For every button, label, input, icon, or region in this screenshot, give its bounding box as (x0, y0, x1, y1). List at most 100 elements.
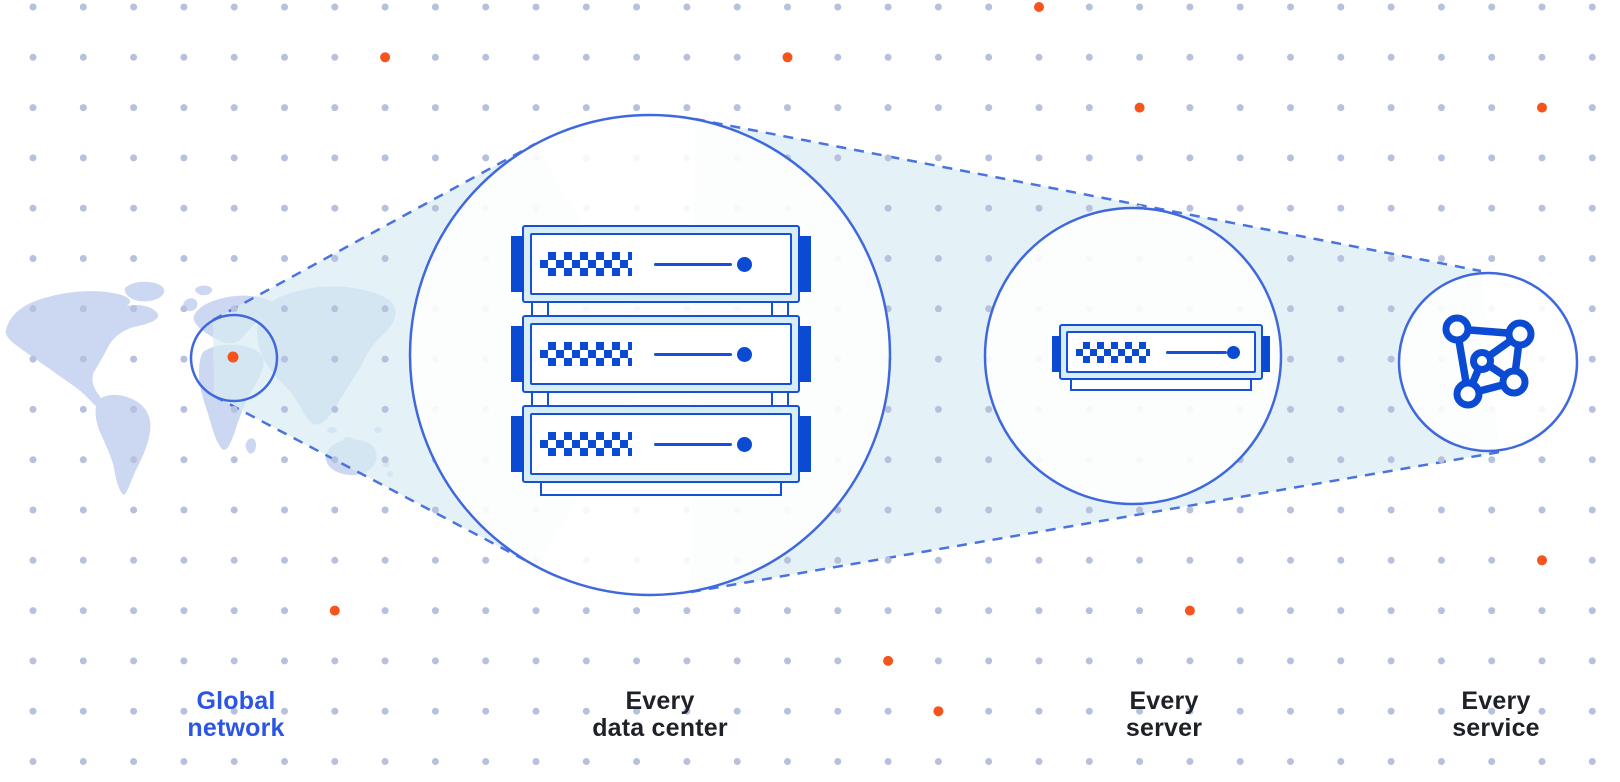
grid-dot (1437, 3, 1445, 11)
grid-dot (834, 607, 842, 615)
grid-dot (130, 707, 138, 715)
rack-ear (1052, 336, 1061, 372)
grid-dot (180, 255, 188, 262)
grid-dot (281, 556, 288, 564)
accent-dot (329, 605, 340, 616)
vent-pattern (540, 252, 632, 276)
grid-dot (884, 607, 892, 615)
grid-dot (79, 204, 87, 212)
grid-dot (1588, 305, 1596, 313)
server-unit-icon (511, 315, 811, 393)
grid-dot (633, 3, 641, 11)
map-north-america (5, 291, 159, 416)
label-every-server: Every server (1126, 688, 1202, 742)
vent-pattern (1076, 341, 1150, 363)
grid-dot (381, 204, 389, 212)
grid-dot (482, 657, 490, 665)
grid-dot (1186, 3, 1194, 11)
grid-dot (79, 506, 87, 514)
server-faceplate (530, 413, 792, 475)
grid-dot (1236, 104, 1244, 112)
grid-dot (381, 355, 389, 363)
grid-dot (934, 104, 942, 112)
grid-dot (1538, 657, 1546, 665)
grid-dot (79, 456, 87, 464)
grid-dot (985, 758, 993, 765)
label-global-network: Global network (187, 688, 284, 742)
label-line: Every (625, 687, 695, 715)
grid-dot (1085, 154, 1093, 162)
grid-dot (1588, 758, 1596, 765)
grid-dot (130, 3, 138, 11)
grid-dot (1538, 154, 1546, 162)
grid-dot (884, 758, 892, 765)
grid-dot (230, 3, 238, 11)
grid-dot (331, 3, 339, 11)
grid-dot (1136, 154, 1144, 162)
grid-dot (683, 53, 691, 61)
grid-dot (733, 707, 741, 715)
grid-dot (1387, 53, 1395, 61)
grid-dot (1538, 506, 1546, 514)
grid-dot (79, 657, 87, 665)
grid-dot (29, 506, 37, 514)
grid-dot (934, 456, 942, 464)
grid-dot (482, 707, 490, 715)
grid-dot (1588, 53, 1596, 61)
map-south-america (95, 394, 151, 495)
grid-dot (130, 355, 138, 363)
rack-ear (798, 416, 811, 472)
grid-dot (29, 657, 37, 665)
grid-dot (784, 104, 791, 112)
grid-dot (1588, 3, 1596, 11)
grid-dot (331, 657, 339, 665)
grid-dot (532, 657, 540, 665)
grid-dot (1588, 154, 1596, 162)
grid-dot (79, 758, 87, 765)
grid-dot (431, 607, 439, 615)
grid-dot (331, 456, 339, 464)
grid-dot (1387, 456, 1395, 464)
grid-dot (230, 456, 238, 464)
label-every-data-center: Every data center (592, 688, 728, 742)
grid-dot (1538, 607, 1546, 615)
server-faceplate (530, 233, 792, 295)
grid-dot (884, 707, 892, 715)
label-line: server (1125, 714, 1203, 742)
grid-dot (29, 204, 37, 212)
grid-dot (1085, 657, 1093, 665)
grid-dot (582, 657, 590, 665)
grid-dot (1437, 154, 1445, 162)
grid-dot (281, 657, 288, 665)
grid-dot (381, 456, 389, 464)
grid-dot (331, 556, 339, 564)
grid-dot (1337, 707, 1345, 715)
grid-dot (934, 154, 942, 162)
grid-dot (1337, 154, 1345, 162)
grid-dot (130, 53, 138, 61)
grid-dot (431, 204, 439, 212)
grid-dot (79, 707, 87, 715)
grid-dot (381, 3, 389, 11)
grid-dot (1488, 707, 1496, 715)
grid-dot (180, 506, 188, 514)
grid-dot (29, 556, 37, 564)
dashed-line-upper-right (694, 117, 1482, 273)
grid-dot (1588, 104, 1596, 112)
grid-dot (1337, 204, 1345, 212)
slot-line (654, 352, 732, 356)
grid-dot (482, 104, 490, 112)
grid-dot (79, 154, 87, 162)
grid-dot (985, 255, 993, 262)
grid-dot (130, 255, 138, 262)
vent-pattern (540, 342, 632, 366)
rack-ear (1261, 336, 1270, 372)
grid-dot (1387, 405, 1395, 413)
grid-dot (29, 456, 37, 464)
grid-dot (180, 53, 188, 61)
grid-dot (331, 104, 339, 112)
grid-dot (1488, 53, 1496, 61)
grid-dot (1387, 758, 1395, 765)
grid-dot (1085, 707, 1093, 715)
